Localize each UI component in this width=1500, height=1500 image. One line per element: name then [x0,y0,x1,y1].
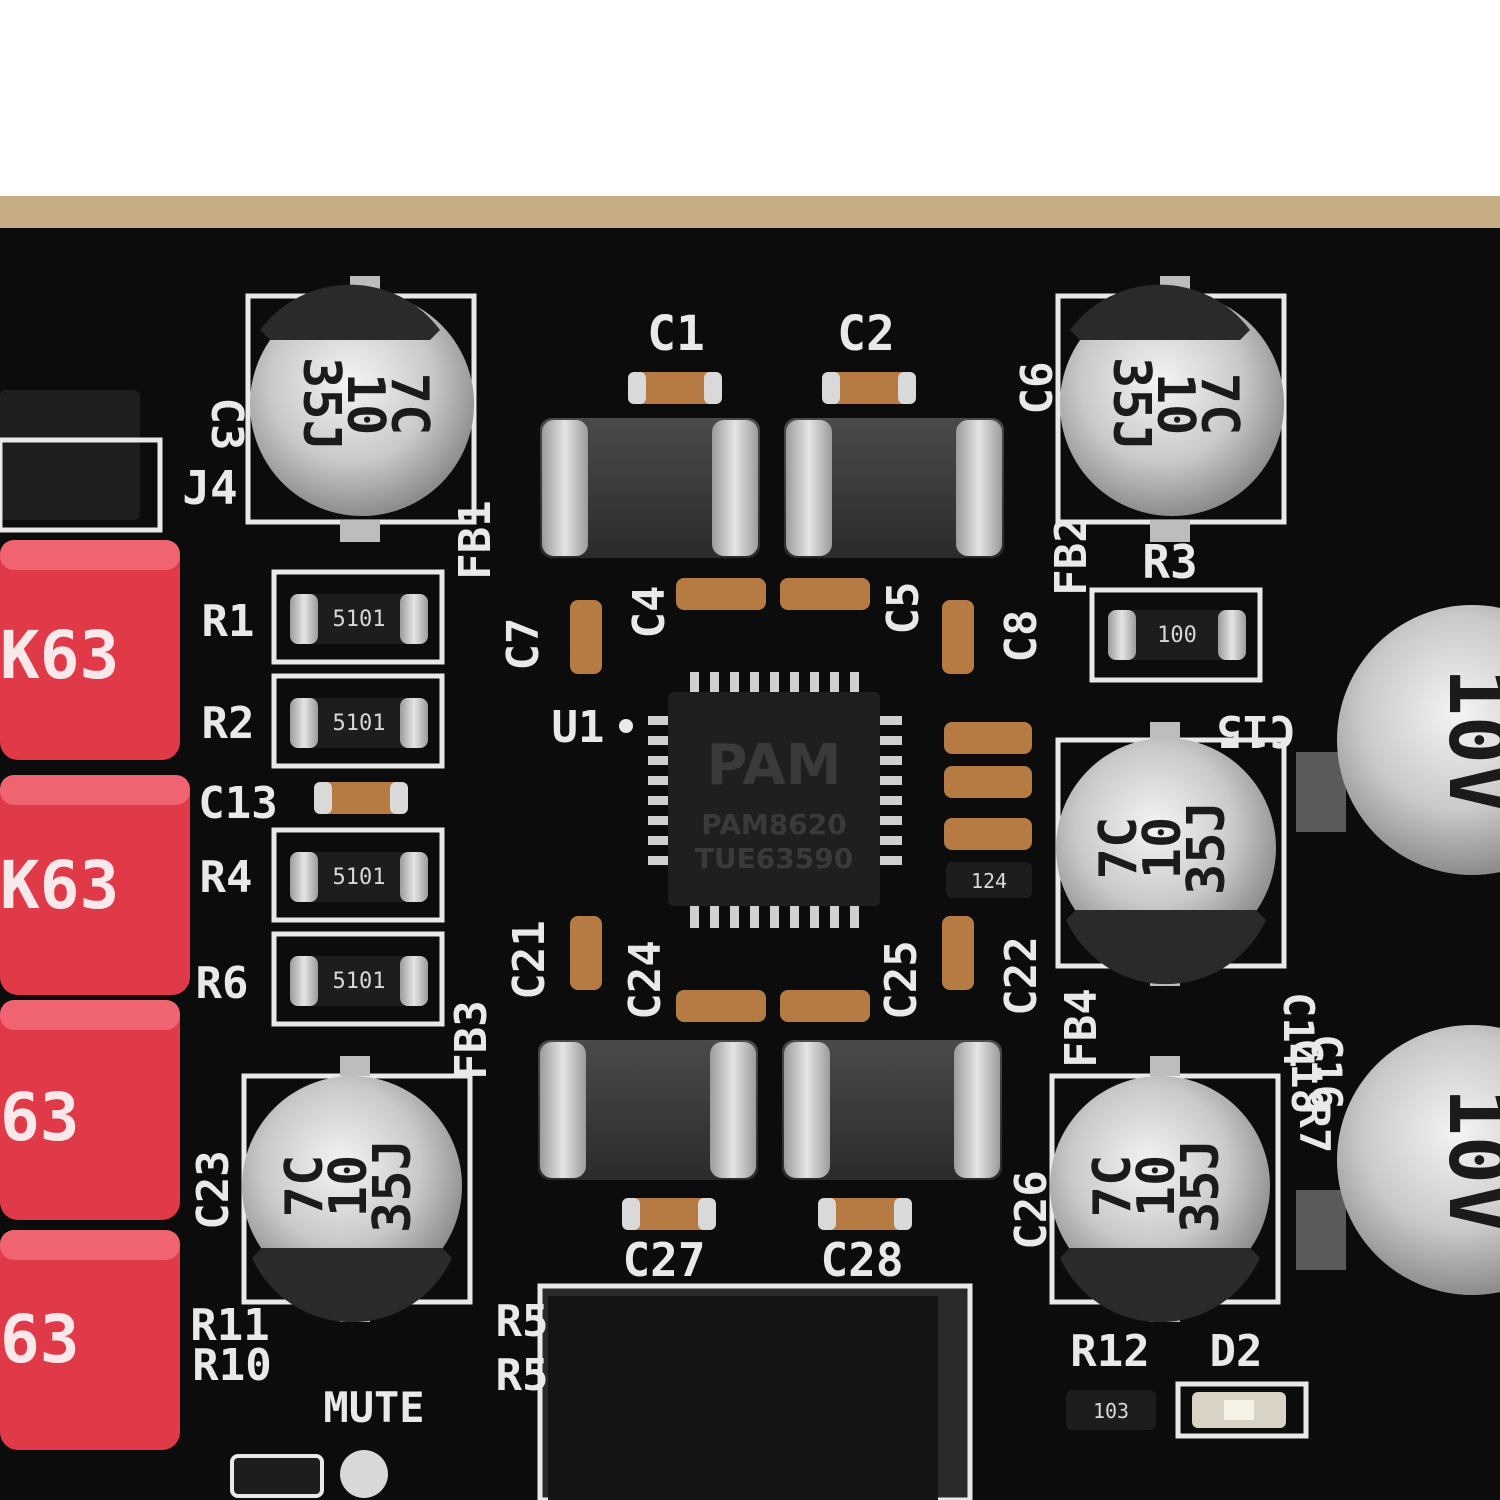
svg-text:35J: 35J [363,1139,423,1233]
label-fb1: FB1 [450,500,501,579]
r1-marking: 5101 [333,607,386,632]
gold-edge-strip [0,196,1500,228]
svg-text:10V: 10V [1431,668,1500,813]
smd-caps-horizontal [314,372,1032,1230]
resistor-pads [271,569,1263,1430]
label-r5b: R5 [496,1350,549,1401]
label-c8: C8 [996,610,1047,663]
label-c1: C1 [647,306,705,362]
red-capacitor-4: 63 [0,1230,180,1450]
j4-header [0,390,140,520]
red-cap-label-2: K63 [0,847,119,924]
label-c4: C4 [624,586,675,639]
svg-text:7C: 7C [1089,817,1149,880]
label-c25: C25 [876,940,927,1019]
label-c27: C27 [622,1233,705,1287]
svg-text:35J: 35J [1171,1139,1231,1233]
red-capacitor-1: K63 [0,540,180,760]
label-r6: R6 [196,958,249,1009]
label-c6: C6 [1012,362,1063,415]
label-c3: C3 [201,398,252,451]
red-capacitor-2: K63 [0,775,190,995]
label-c15: C15 [1216,705,1295,756]
svg-text:35J: 35J [1101,357,1161,451]
smd-cap-end-pads [314,372,916,1230]
large-capacitor-bottom: 10V [1296,1025,1500,1295]
chip-logo: PAM [707,733,842,798]
red-cap-label-3: 63 [0,1079,79,1156]
label-c16: C16 [1302,1034,1351,1110]
label-r12: R12 [1070,1326,1149,1377]
svg-text:7C: 7C [379,373,439,436]
label-c23: C23 [188,1150,239,1229]
electrolytic-c15: 7C 10 35J [1055,722,1287,986]
label-r7: R7 [1290,1103,1339,1154]
inductor-bottom-left [538,1040,758,1180]
electrolytic-c3: 7C 10 35J [245,276,477,542]
label-c18: C18 [1282,1038,1331,1114]
label-r2: R2 [202,698,255,749]
svg-text:10: 10 [319,1155,379,1218]
ic-u1: PAM PAM8620 TUE63590 [619,672,902,928]
inductor-top-left [540,418,760,558]
label-c2: C2 [837,306,895,362]
label-c21: C21 [504,920,555,999]
electrolytic-c26: 7C 10 35J [1049,1056,1281,1323]
led-d2 [1175,1381,1309,1439]
large-capacitor-top: 10V [1296,605,1500,875]
mute-pad [340,1450,388,1498]
inductor-top-right [784,418,1004,558]
r12-marking: 103 [1093,1399,1129,1423]
svg-text:35J: 35J [1177,801,1237,895]
electrolytic-c23: 7C 10 35J [241,1056,473,1323]
svg-text:10: 10 [335,373,395,436]
chip-part-number: PAM8620 [701,808,846,841]
label-fb4: FB4 [1056,988,1107,1067]
svg-text:10V: 10V [1431,1088,1500,1233]
red-cap-label-4: 63 [0,1301,79,1378]
label-c13: C13 [198,778,277,829]
electrolytic-c6: 7C 10 35J [1055,276,1287,542]
label-r10: R10 [192,1340,271,1391]
svg-text:10: 10 [1127,1155,1187,1218]
label-c5: C5 [878,582,929,635]
svg-text:35J: 35J [291,357,351,451]
svg-text:10: 10 [1133,817,1193,880]
j4-outline [0,437,163,533]
r4-marking: 5101 [333,865,386,890]
r6-marking: 5101 [333,969,386,994]
r2-marking: 5101 [333,711,386,736]
chip-resistor-marking: 124 [971,869,1007,893]
svg-text:7C: 7C [1189,373,1249,436]
label-j4: J4 [182,461,237,515]
red-capacitor-3: 63 [0,1000,180,1220]
label-c22: C22 [996,936,1047,1015]
svg-text:7C: 7C [275,1155,335,1218]
r3-marking: 100 [1157,623,1197,648]
label-c24: C24 [620,940,671,1019]
label-fb3: FB3 [446,1000,497,1079]
svg-text:7C: 7C [1083,1155,1143,1218]
label-c26: C26 [1006,1170,1057,1249]
label-c14: C14 [1274,992,1323,1068]
silkscreen-labels: C1 C2 C3 C6 J4 FB1 FB2 R3 R1 R2 C13 R4 R… [182,306,1351,1432]
chip-lot-code: TUE63590 [695,842,853,875]
label-r1: R1 [202,596,255,647]
svg-text:10: 10 [1145,373,1205,436]
label-d2: D2 [1210,1326,1263,1377]
inductor-bottom-right [782,1040,1002,1180]
label-mute: MUTE [323,1383,424,1432]
label-r4: R4 [200,852,253,903]
label-fb2: FB2 [1046,516,1097,595]
label-r11: R11 [190,1300,269,1351]
label-u1: U1 [552,702,605,753]
label-c28: C28 [820,1233,903,1287]
label-r3: R3 [1142,535,1197,589]
smd-caps-vertical [570,600,974,990]
red-cap-label-1: K63 [0,617,119,694]
label-c7: C7 [498,618,549,671]
label-r5a: R5 [496,1296,549,1347]
